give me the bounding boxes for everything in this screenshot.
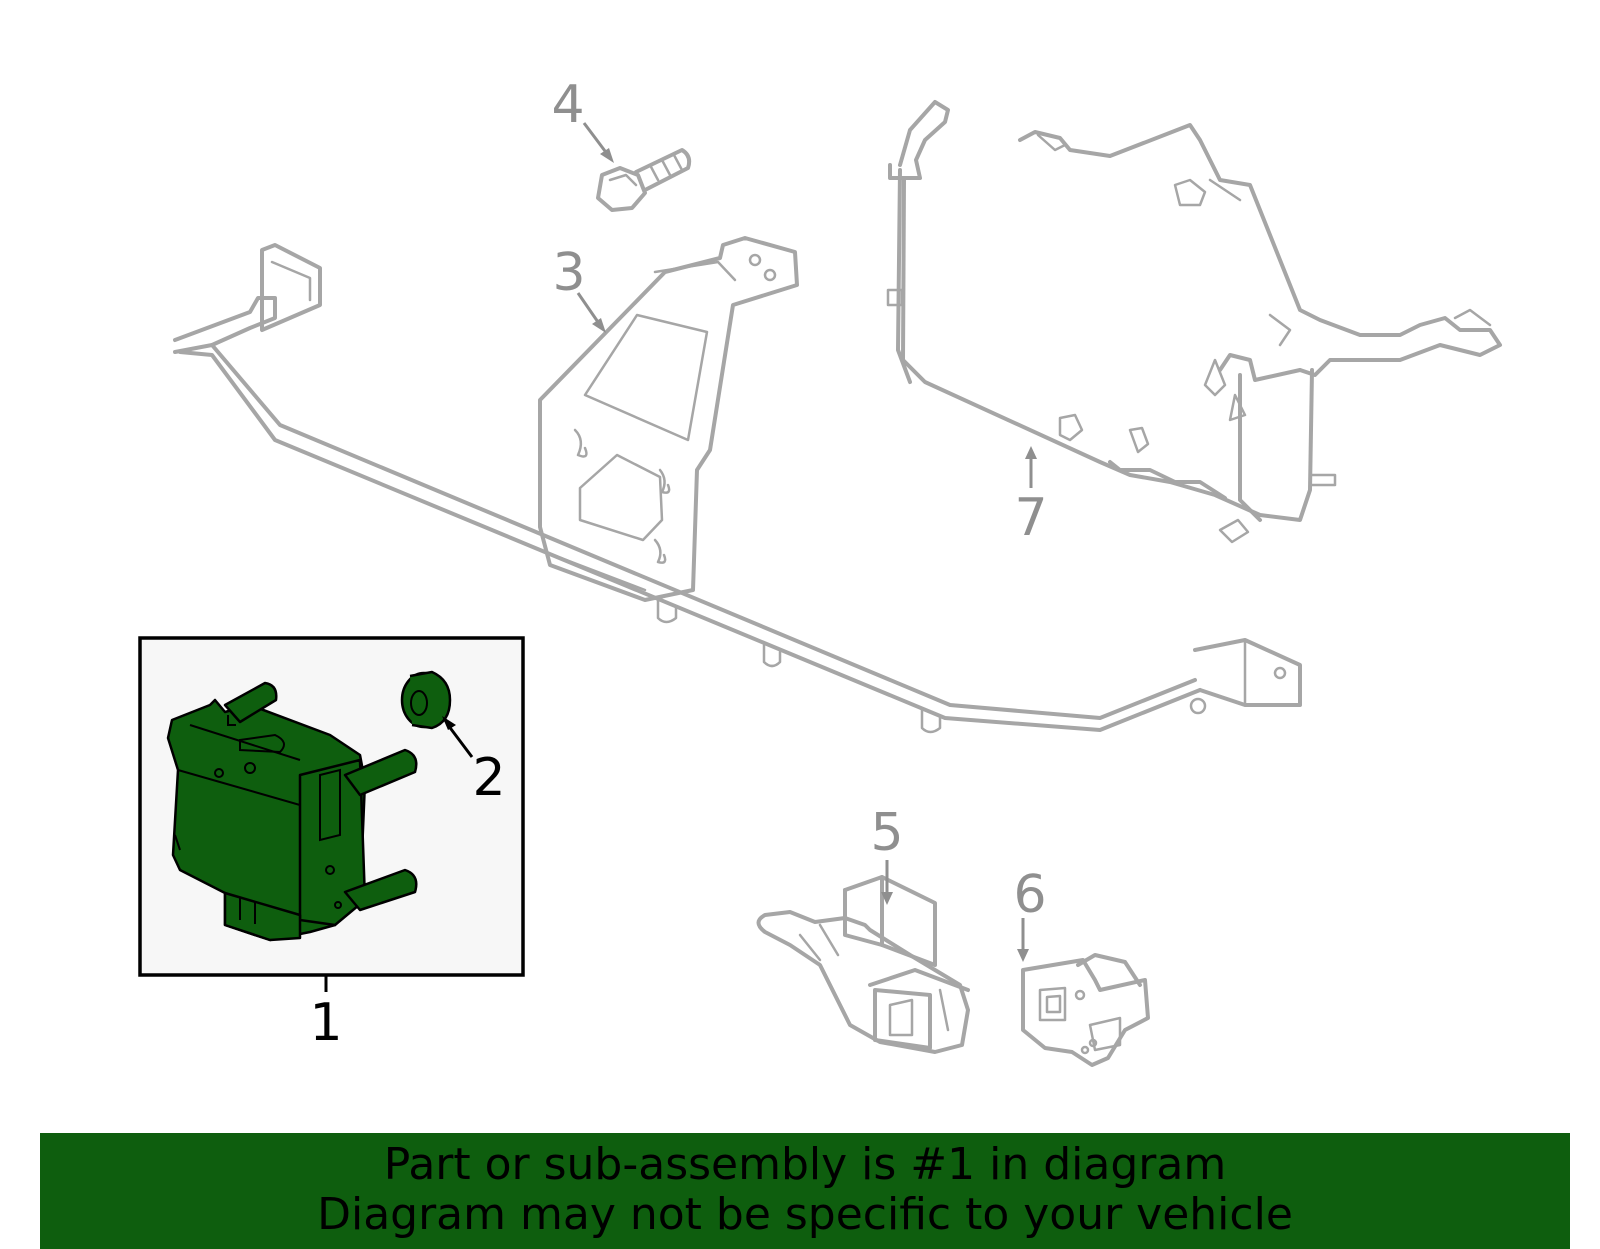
leader-4: [582, 122, 610, 156]
wire-harness-icon: [886, 100, 1502, 544]
leader-6-arrowhead: [1017, 949, 1029, 962]
callout-2: 2: [472, 748, 505, 808]
info-banner: Part or sub-assembly is #1 in diagram Di…: [40, 1133, 1570, 1249]
sensor-icon: [1021, 953, 1150, 1067]
callout-4: 4: [551, 75, 584, 135]
banner-line-1: Part or sub-assembly is #1 in diagram: [383, 1139, 1227, 1190]
leader-4-arrowhead: [600, 148, 614, 163]
banner-line-2: Diagram may not be specific to your vehi…: [317, 1189, 1293, 1240]
leader-2: [446, 724, 474, 758]
callout-1: 1: [309, 993, 342, 1053]
connector-icon: [756, 875, 970, 1054]
control-module-icon: [166, 681, 418, 942]
grommet-icon: [400, 670, 452, 730]
leader-7-arrowhead: [1025, 446, 1037, 459]
callout-5: 5: [870, 803, 903, 863]
leader-2-arrowhead: [442, 716, 456, 730]
callout-6: 6: [1013, 865, 1046, 925]
leader-3-arrowhead: [592, 318, 606, 333]
leader-5-arrowhead: [881, 892, 893, 905]
bolt-icon: [596, 148, 692, 212]
mounting-bracket-icon: [173, 236, 1302, 734]
callout-3: 3: [552, 243, 585, 303]
callout-7: 7: [1014, 488, 1047, 548]
leader-3: [576, 292, 602, 326]
